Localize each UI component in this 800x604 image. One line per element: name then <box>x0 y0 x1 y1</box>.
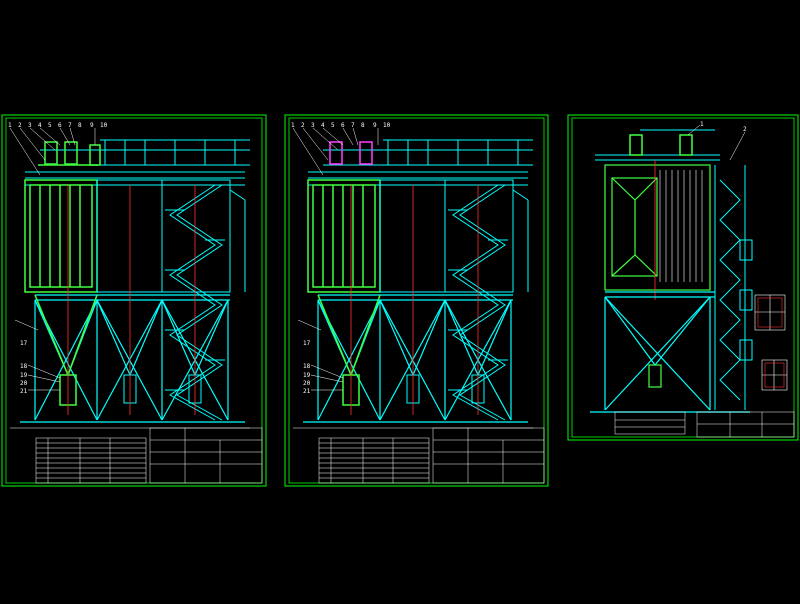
sheet-2-centerlines <box>350 185 479 415</box>
side-mark: 20 <box>303 380 311 387</box>
callout-label: 9 <box>90 122 94 129</box>
sheet-2-leaders <box>292 127 379 391</box>
sheet-3-callout-labels: 1 2 <box>700 121 747 133</box>
callout-label: 10 <box>383 122 391 129</box>
callout-label: 3 <box>311 122 315 129</box>
side-mark: 17 <box>20 340 28 347</box>
callout-label: 8 <box>78 122 82 129</box>
sheet-3-title-block <box>696 411 795 438</box>
callout-label: 10 <box>100 122 108 129</box>
side-mark: 18 <box>303 363 311 370</box>
sheet-3-hopper-valve <box>648 364 662 388</box>
sheet-3-top-platform <box>595 129 720 161</box>
sheet-3-ladder <box>714 165 753 410</box>
sheet-1-title-block <box>149 427 263 484</box>
sheet-1-outer-frame <box>1 114 267 487</box>
sheet-2-parts-table <box>318 437 430 484</box>
side-mark: 17 <box>303 340 311 347</box>
callout-label: 2 <box>743 126 747 133</box>
callout-label: 8 <box>361 122 365 129</box>
sheet-3-hopper <box>590 291 750 413</box>
callout-label: 4 <box>38 122 42 129</box>
sheet-2-top-platform <box>323 139 533 166</box>
sheet-1-centerlines <box>67 185 196 415</box>
callout-label: 5 <box>48 122 52 129</box>
sheet-3-parts-table <box>614 411 686 435</box>
sheet-2-roof-valves <box>329 141 373 165</box>
sheet-3-detail-views <box>754 294 788 391</box>
callout-label: 9 <box>373 122 377 129</box>
side-mark: 21 <box>20 388 28 395</box>
callout-label: 6 <box>58 122 62 129</box>
sheet-2: 1 2 3 4 5 6 7 8 9 10 17 18 19 20 21 <box>284 114 549 487</box>
callout-label: 5 <box>331 122 335 129</box>
side-mark: 20 <box>20 380 28 387</box>
sheet-3-roof-valves <box>629 134 693 156</box>
callout-label: 2 <box>18 122 22 129</box>
callout-label: 4 <box>321 122 325 129</box>
side-mark: 19 <box>20 372 28 379</box>
sheet-3-casing <box>604 164 711 291</box>
sheet-2-first-hopper-casing <box>317 294 381 406</box>
sheet-3-outer-frame <box>567 114 799 441</box>
side-mark: 21 <box>303 388 311 395</box>
sheet-1-leaders <box>9 127 96 391</box>
side-mark: 19 <box>303 372 311 379</box>
callout-label: 1 <box>700 121 704 128</box>
sheet-3: 1 2 <box>567 114 799 441</box>
callout-label: 1 <box>8 122 12 129</box>
sheet-2-header-beams <box>308 171 528 186</box>
sheet-1-staircase <box>165 184 225 421</box>
sheet-1-parts-table <box>35 437 147 484</box>
sheet-1-header-beams <box>25 171 245 186</box>
callout-label: 1 <box>291 122 295 129</box>
sheet-1-roof-valves <box>38 141 101 166</box>
sheet-3-inner-frame <box>571 117 795 438</box>
sheet-2-outer-frame <box>284 114 549 487</box>
callout-label: 7 <box>351 122 355 129</box>
callout-label: 2 <box>301 122 305 129</box>
callout-label: 6 <box>341 122 345 129</box>
sheet-1-top-platform <box>40 139 250 166</box>
sheet-1-filter-casing <box>24 179 98 293</box>
side-mark: 18 <box>20 363 28 370</box>
sheet-1-callout-labels: 1 2 3 4 5 6 7 8 9 10 17 18 19 20 21 <box>8 122 108 395</box>
sheet-1-first-hopper-casing <box>34 294 98 406</box>
sheet-3-leaders <box>687 124 746 161</box>
sheet-2-title-block <box>432 427 545 484</box>
sheet-3-filter-bags <box>659 170 703 282</box>
sheet-2-filter-casing <box>307 179 381 293</box>
sheet-1: 1 2 3 4 5 6 7 8 9 10 17 18 19 20 21 <box>1 114 267 487</box>
callout-label: 7 <box>68 122 72 129</box>
callout-label: 3 <box>28 122 32 129</box>
sheet-3-detail-accent <box>757 297 785 388</box>
sheet-2-callout-labels: 1 2 3 4 5 6 7 8 9 10 17 18 19 20 21 <box>291 122 391 395</box>
